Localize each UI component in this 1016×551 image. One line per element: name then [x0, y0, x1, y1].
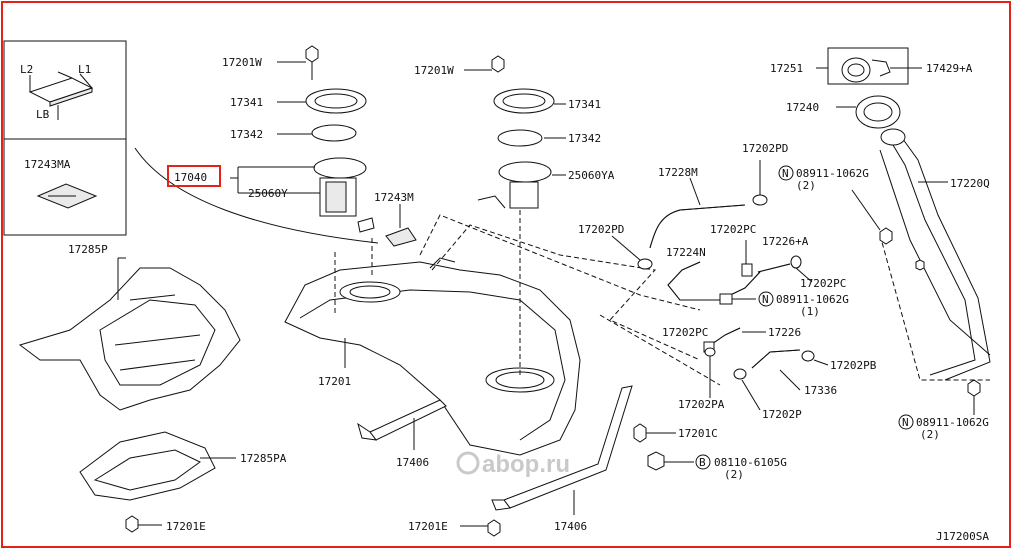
label-17341-b: 17341 [568, 98, 601, 111]
clamp-17202PC-a [741, 263, 753, 277]
qty-08110: (2) [724, 468, 744, 481]
label-17202PA: 17202PA [678, 398, 725, 411]
filler-tube-17220Q [879, 128, 991, 381]
heat-shield-17285P [18, 267, 241, 411]
label-25060YA: 25060YA [568, 169, 615, 182]
clamp-17202PD-b [637, 258, 653, 270]
bolt-17201E-right [487, 519, 501, 537]
bolt-17201C [633, 423, 647, 443]
label-17224N: 17224N [666, 246, 706, 259]
label-17285PA: 17285PA [240, 452, 287, 465]
fuel-tank-17201 [284, 257, 581, 456]
label-17202PC-b: 17202PC [800, 277, 846, 290]
qty-08911-b: (1) [800, 305, 820, 318]
inset-panel: L2 L1 LB 17243MA [3, 40, 127, 236]
labels: 17201W 17341 17342 17040 25060Y 17243M 1… [68, 56, 990, 543]
label-17202PB: 17202PB [830, 359, 877, 372]
label-17220Q: 17220Q [950, 177, 990, 190]
connector-08911-b [719, 293, 733, 305]
label-17202P: 17202P [762, 408, 802, 421]
label-17201E-b: 17201E [408, 520, 448, 533]
heat-shield-17285PA [79, 431, 216, 501]
label-17429A: 17429+A [926, 62, 973, 75]
module-stack-left [305, 45, 375, 233]
label-25060Y: 25060Y [248, 187, 288, 200]
label-17251: 17251 [770, 62, 803, 75]
label-17201W-a: 17201W [222, 56, 262, 69]
clamp-17202PB [801, 350, 815, 362]
prefix-N-c: N [902, 416, 909, 429]
label-17285P: 17285P [68, 243, 108, 256]
nut-08911-a [879, 227, 893, 245]
prefix-N-b: N [762, 293, 769, 306]
pad-17243M [385, 227, 417, 247]
bolt-08110 [647, 451, 665, 471]
strap-17406-right [491, 385, 633, 511]
label-17342-a: 17342 [230, 128, 263, 141]
label-17406-a: 17406 [396, 456, 429, 469]
label-08911-c: 08911-1062G [916, 416, 989, 429]
hose-17226A [757, 263, 791, 273]
clamp-17202P [733, 368, 747, 380]
clamp-17202PA [704, 347, 716, 357]
label-17202PC-c: 17202PC [662, 326, 708, 339]
dim-l2: L2 [20, 63, 33, 76]
label-17202PC-a: 17202PC [710, 223, 756, 236]
diagram-code: J17200SA [936, 530, 989, 543]
label-17406-b: 17406 [554, 520, 587, 533]
label-17202PD-b: 17202PD [578, 223, 624, 236]
label-17228M: 17228M [658, 166, 698, 179]
label-08911-b: 08911-1062G [776, 293, 849, 306]
filler-cap-seat-17240 [855, 95, 901, 129]
clamp-17202PC-b [790, 255, 802, 269]
n-circle-c [898, 414, 914, 430]
bolt-17201E-left [125, 515, 139, 533]
dim-lb: LB [36, 108, 50, 121]
label-08911-a: 08911-1062G [796, 167, 869, 180]
label-17240: 17240 [786, 101, 819, 114]
label-17226: 17226 [768, 326, 801, 339]
prefix-N-a: N [782, 167, 789, 180]
prefix-B: B [699, 456, 706, 469]
label-17201W-b: 17201W [414, 64, 454, 77]
qty-08911-a: (2) [796, 179, 816, 192]
label-17202PD-a: 17202PD [742, 142, 788, 155]
clamp-17202PD-a [752, 194, 768, 206]
hose-17224N [667, 261, 761, 301]
label-17201E-a: 17201E [166, 520, 206, 533]
highlight-box-17040 [167, 165, 221, 187]
hose-arc [134, 147, 379, 244]
hose-17228M [649, 204, 746, 249]
qty-08911-c: (2) [920, 428, 940, 441]
filler-cap-17251 [827, 47, 909, 85]
label-17201: 17201 [318, 375, 351, 388]
label-17226A: 17226+A [762, 235, 809, 248]
module-stack-right [464, 55, 555, 209]
hose-17226 [711, 327, 741, 345]
label-17040[interactable]: 17040 [174, 171, 207, 184]
n-circle-a [778, 165, 794, 181]
dim-l1: L1 [78, 63, 91, 76]
nut-08911-c [967, 379, 981, 397]
strap-17406-left [357, 399, 447, 441]
label-17341-a: 17341 [230, 96, 263, 109]
label-17243MA: 17243MA [24, 158, 71, 171]
label-17243M: 17243M [374, 191, 414, 204]
watermark-text: abop.ru [482, 451, 570, 478]
hose-17336 [751, 349, 801, 369]
label-08110-6105G: 08110-6105G [714, 456, 787, 469]
label-17342-b: 17342 [568, 132, 601, 145]
label-17336: 17336 [804, 384, 837, 397]
watermark: abop.ru [456, 451, 570, 478]
label-17201C: 17201C [678, 427, 718, 440]
